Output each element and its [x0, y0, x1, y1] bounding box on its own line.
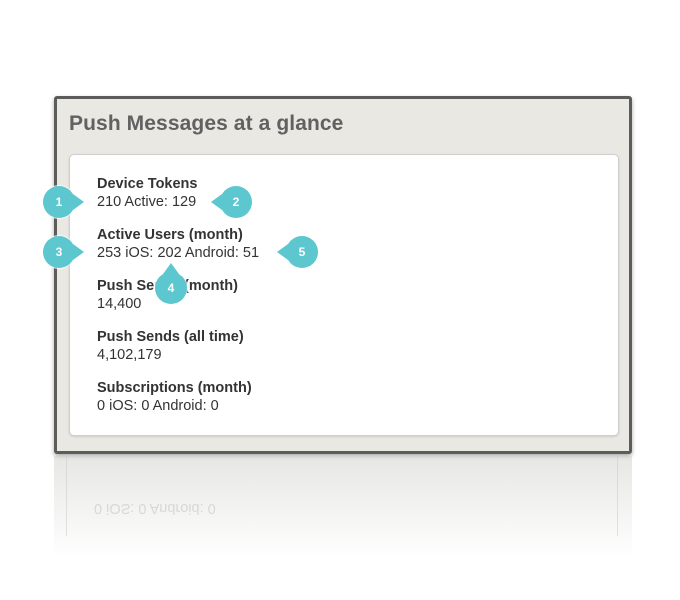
stat-value: 210 Active: 129: [97, 194, 197, 210]
stat-active-users: Active Users (month) 253 iOS: 202 Androi…: [97, 226, 259, 263]
stat-value: 0 iOS: 0 Android: 0: [97, 398, 219, 414]
callout-marker-1: 1: [43, 186, 84, 218]
stat-subscriptions: Subscriptions (month) 0 iOS: 0 Android: …: [97, 379, 252, 416]
stat-value: 4,102,179: [97, 347, 162, 363]
stat-device-tokens: Device Tokens 210 Active: 129: [97, 175, 197, 212]
widget-title: Push Messages at a glance: [69, 112, 344, 135]
stat-label: Subscriptions (month): [97, 380, 252, 396]
stat-push-sends-all-time: Push Sends (all time) 4,102,179: [97, 328, 244, 365]
push-messages-widget: Push Messages at a glance Device Tokens …: [54, 96, 632, 454]
callout-marker-3: 3: [43, 236, 84, 268]
stat-value: 14,400: [97, 296, 142, 312]
reflection-text: 0 iOS: 0 Android: 0: [94, 500, 216, 516]
stat-label: Active Users (month): [97, 227, 243, 243]
callout-marker-5: 5: [277, 236, 318, 268]
callout-marker-4: 4: [155, 263, 187, 304]
stat-label: Device Tokens: [97, 176, 198, 192]
widget-reflection: 0 iOS: 0 Android: 0: [54, 456, 632, 576]
callout-marker-2: 2: [211, 186, 252, 218]
stat-label: Push Sends (all time): [97, 329, 244, 345]
stats-card: Device Tokens 210 Active: 129 Active Use…: [69, 154, 619, 436]
stat-value: 253 iOS: 202 Android: 51: [97, 245, 260, 261]
reflection-frame: [66, 456, 618, 536]
reflection-gradient: [54, 456, 632, 576]
